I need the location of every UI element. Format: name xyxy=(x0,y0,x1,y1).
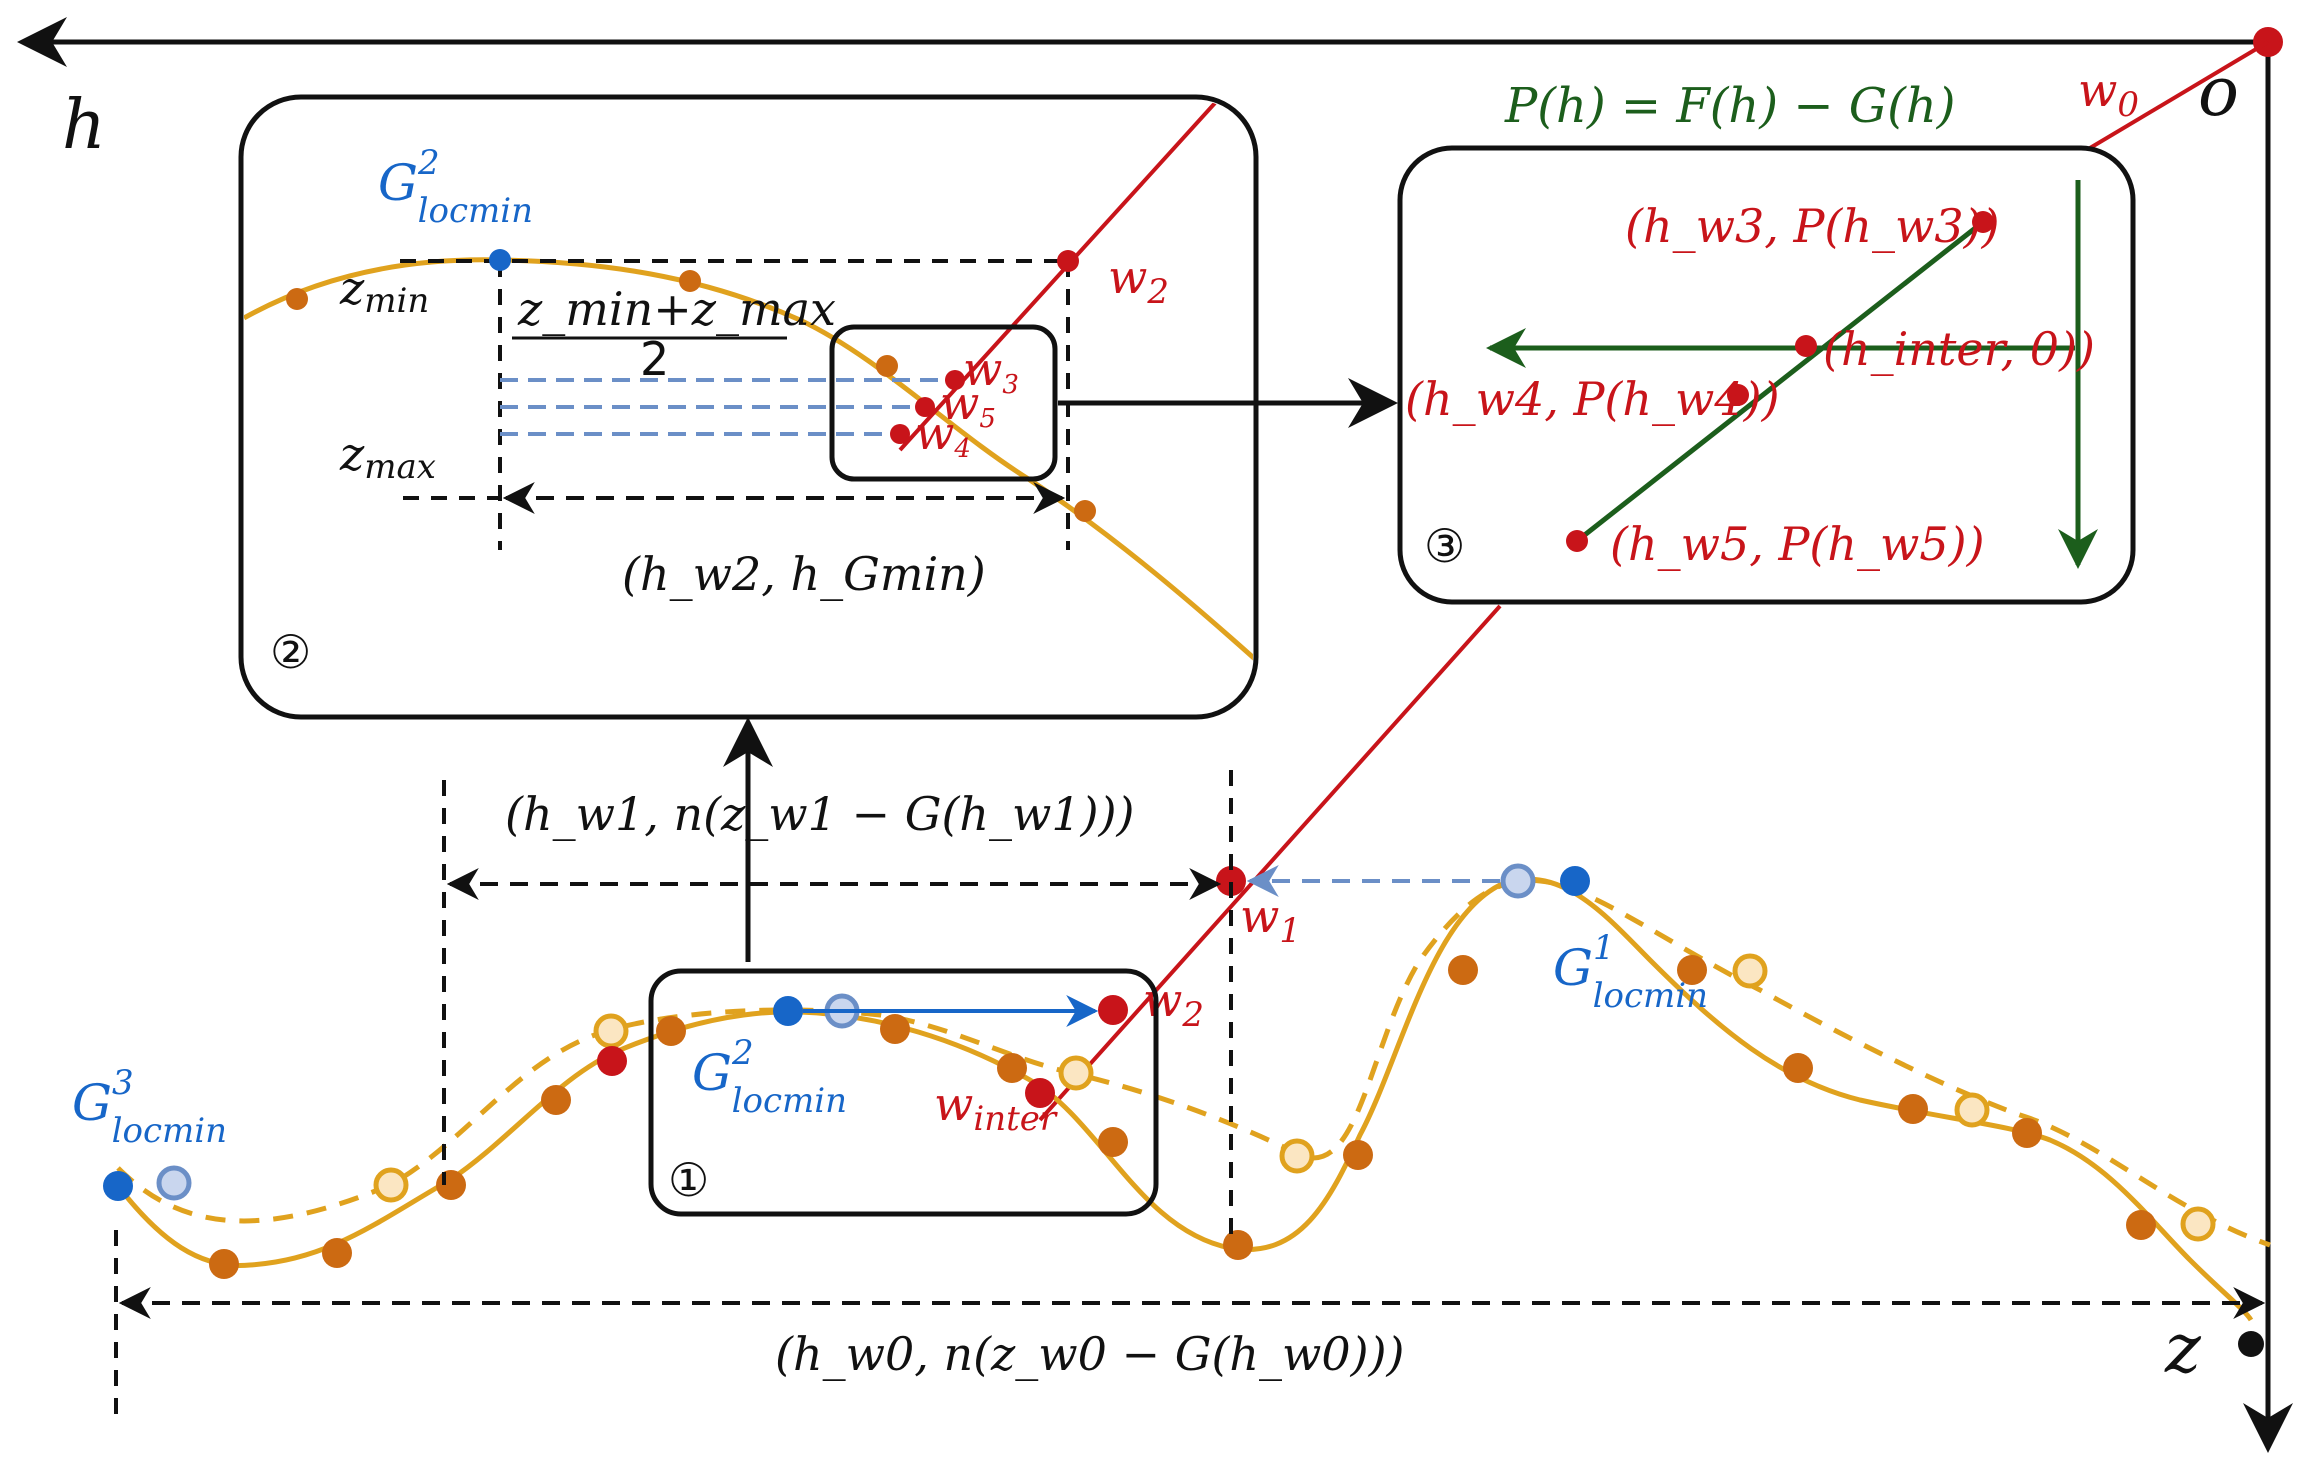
curve-point xyxy=(1783,1053,1813,1083)
shifted-points xyxy=(373,953,2216,1242)
g1-point xyxy=(1560,866,1590,896)
g3-shifted-point xyxy=(156,1165,192,1201)
curve-point xyxy=(1098,1127,1128,1157)
w0-label: w0 xyxy=(2078,63,2139,125)
curve-points xyxy=(209,955,2156,1279)
curve-point xyxy=(541,1085,571,1115)
shifted-point xyxy=(2180,1206,2216,1242)
curve-point xyxy=(1448,955,1478,985)
shifted-point xyxy=(1279,1138,1315,1174)
p5-label: (h_w5, P(h_w5)) xyxy=(1610,517,1985,571)
formula-label: P(h) = F(h) − G(h) xyxy=(1504,78,1956,134)
curve-point xyxy=(1677,955,1707,985)
curve-point xyxy=(1343,1140,1373,1170)
loss-curve xyxy=(116,876,2254,1322)
inner-interval-label: (h_w2, h_Gmin) xyxy=(622,547,986,601)
zoom-box-1 xyxy=(648,968,1159,1217)
zmin-label: zmin xyxy=(339,261,429,321)
p3-label: (h_w3, P(h_w3)) xyxy=(1625,199,2000,253)
zoom2-w4-label: w4 xyxy=(915,406,971,464)
midpoint-numerator: z_min+z_max xyxy=(517,282,836,336)
midpoint-denominator: 2 xyxy=(640,332,669,386)
shifted-point xyxy=(593,1013,629,1049)
curve-point xyxy=(322,1238,352,1268)
outer-interval-label: (h_w0, n(z_w0 − G(h_w0))) xyxy=(775,1327,1405,1381)
w2-point xyxy=(1098,995,1128,1025)
curve-point xyxy=(2126,1210,2156,1240)
shifted-curve xyxy=(116,877,2271,1248)
zoom-box-1-badge: ① xyxy=(668,1153,709,1207)
curve-point xyxy=(436,1170,466,1200)
h-axis-label: h xyxy=(62,86,106,165)
red-curve-point xyxy=(597,1046,627,1076)
z-end-point xyxy=(2238,1331,2264,1357)
g1-shifted-point xyxy=(1500,863,1536,899)
shifted-point xyxy=(1732,953,1768,989)
p-line xyxy=(1575,220,1985,543)
shifted-point xyxy=(373,1167,409,1203)
p4-label: (h_w4, P(h_w4)) xyxy=(1405,372,1780,426)
weight-line-upper xyxy=(2088,40,2270,150)
zoom2-red-line xyxy=(898,101,1217,452)
zoom2-inner-box xyxy=(829,324,1058,482)
g2-point xyxy=(773,996,803,1026)
zoom-box-2-badge: ② xyxy=(270,625,311,679)
shifted-point xyxy=(1058,1055,1094,1091)
w-inter-label: winter xyxy=(934,1077,1058,1139)
origin-label: o xyxy=(2198,53,2239,132)
middle-interval-label: (h_w1, n(z_w1 − G(h_w1))) xyxy=(505,787,1135,841)
zoom2-w5-label: w5 xyxy=(940,376,996,434)
zoom2-w3-label: w3 xyxy=(963,342,1019,400)
shifted-point xyxy=(1954,1092,1990,1128)
w1-point xyxy=(1216,866,1246,896)
p-inter-label: (h_inter, 0)) xyxy=(1823,322,2095,376)
curve-point xyxy=(880,1014,910,1044)
zoom-box-3-badge: ③ xyxy=(1424,519,1465,573)
curve-point xyxy=(2012,1118,2042,1148)
curve-point xyxy=(1898,1094,1928,1124)
z-axis-label: z xyxy=(2164,1310,2202,1389)
w-inter-point xyxy=(1025,1078,1055,1108)
g3-point xyxy=(103,1171,133,1201)
zmax-label: zmax xyxy=(339,427,436,487)
curve-point xyxy=(997,1053,1027,1083)
curve-point xyxy=(1223,1230,1253,1260)
zoom2-w2-label: w2 xyxy=(1108,250,1169,312)
w1-label: w1 xyxy=(1240,889,1301,951)
zoom2-curve xyxy=(244,257,1253,662)
curve-point xyxy=(656,1016,686,1046)
weight-line-lower xyxy=(1038,604,1502,1122)
curve-point xyxy=(209,1249,239,1279)
zoom-box-3: P(h) = F(h) − G(h) (h_w3, P(h_w3)) (h_in… xyxy=(1397,78,2136,605)
